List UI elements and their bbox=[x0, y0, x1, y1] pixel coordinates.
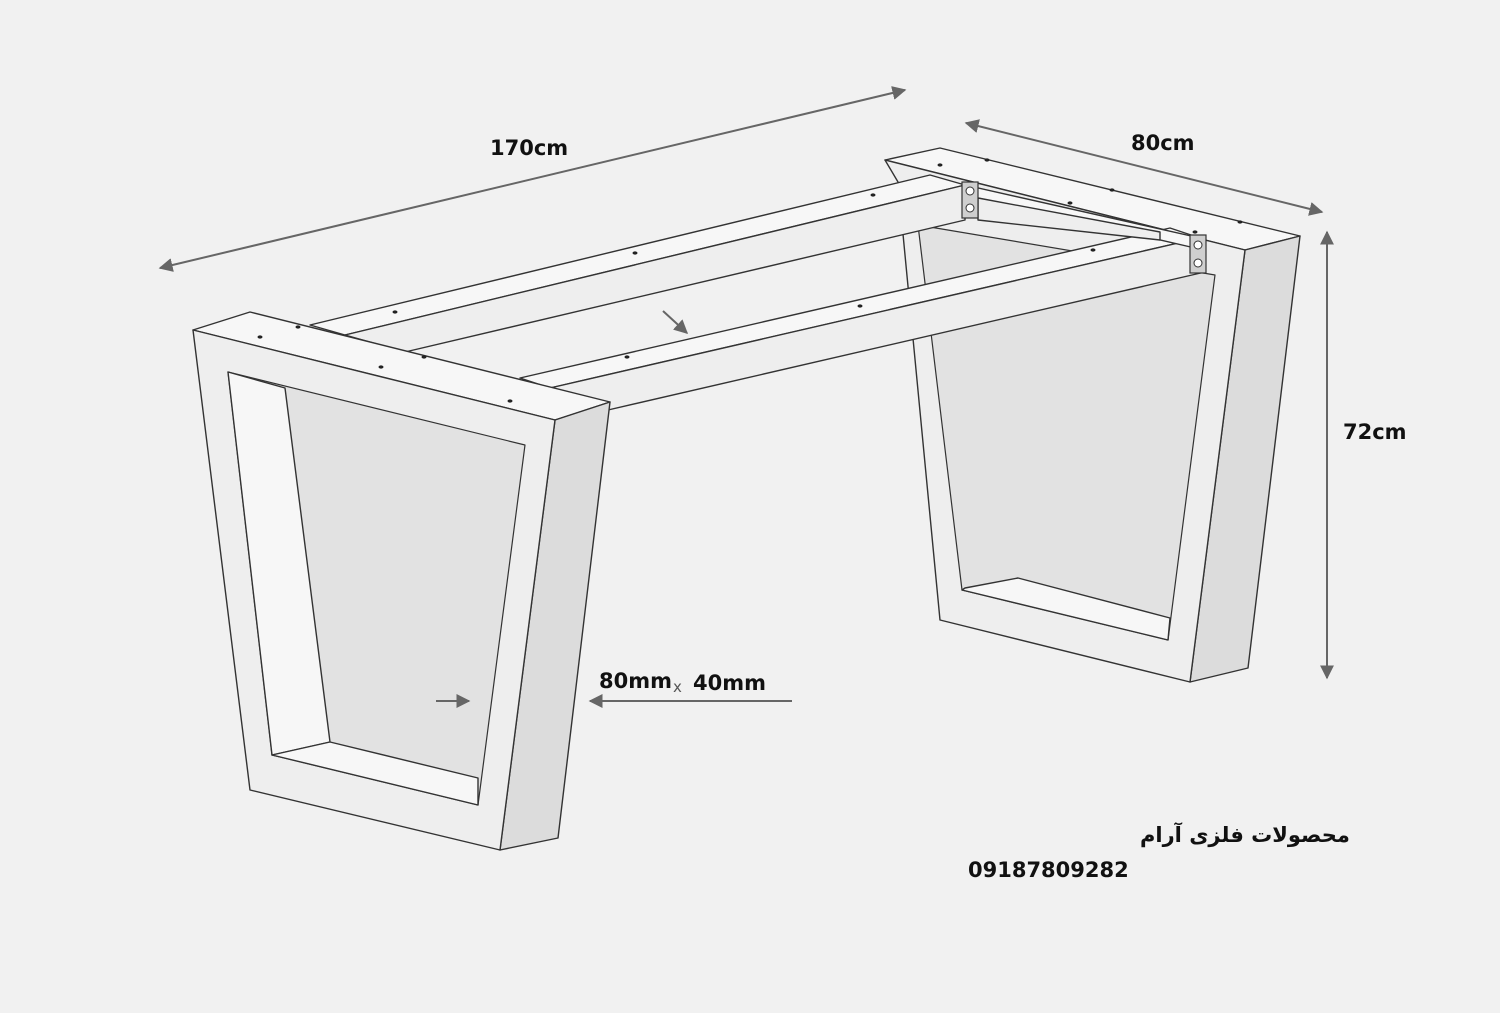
length-dimension-line bbox=[158, 86, 907, 272]
bolt-icon bbox=[1193, 240, 1203, 250]
bolt-icon bbox=[1193, 258, 1203, 268]
profile-label-a: 80mm bbox=[599, 669, 672, 693]
width-label: 80cm bbox=[1131, 131, 1195, 155]
profile-separator: x bbox=[673, 678, 682, 696]
width-dimension-line bbox=[964, 119, 1324, 216]
brand-name: محصولات فلزی آرام bbox=[1140, 822, 1350, 847]
height-label: 72cm bbox=[1343, 420, 1407, 444]
brand-phone: 09187809282 bbox=[968, 858, 1129, 882]
front-leg-frame bbox=[192, 311, 611, 851]
length-label: 170cm bbox=[490, 136, 568, 160]
profile-pointer-arrow bbox=[662, 310, 689, 334]
profile-label-b: 40mm bbox=[693, 671, 766, 695]
bolt-icon bbox=[965, 186, 975, 196]
bolt-icon bbox=[965, 203, 975, 213]
